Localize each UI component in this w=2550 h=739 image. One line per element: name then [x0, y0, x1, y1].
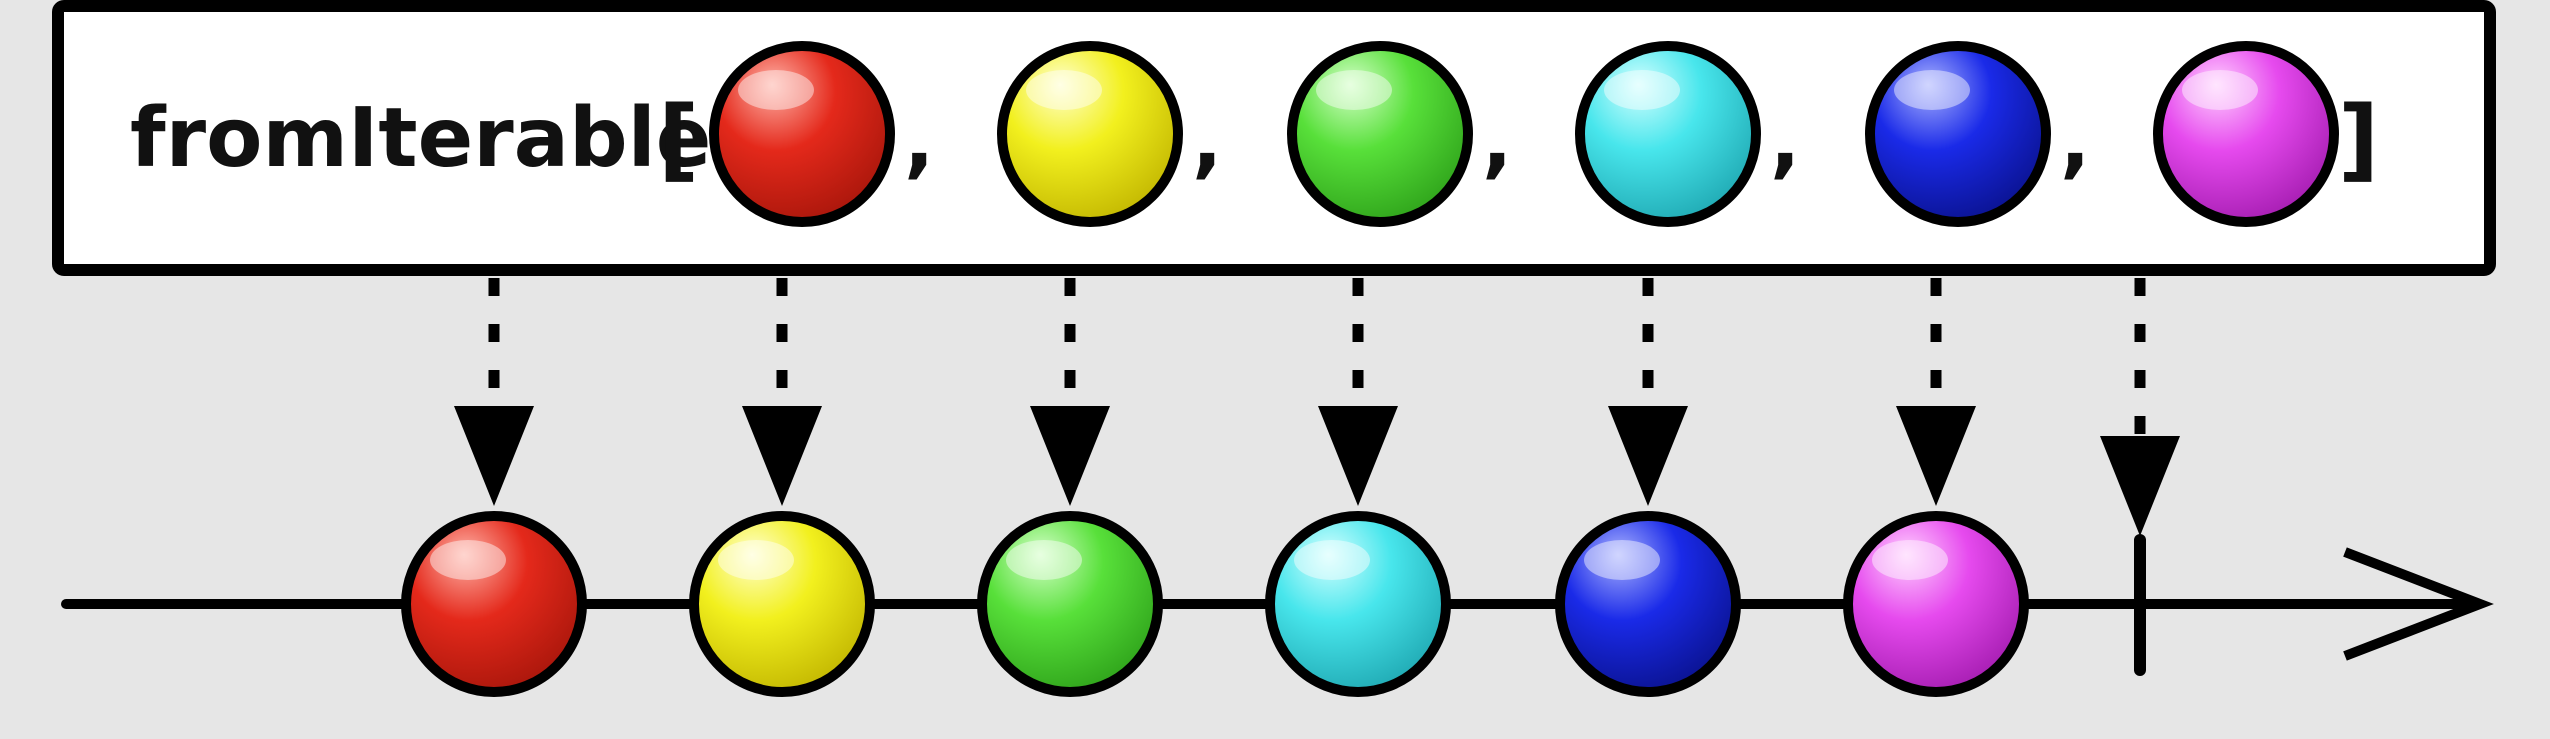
separator-comma: ,	[904, 94, 934, 187]
box-marble-5-highlight	[1894, 70, 1970, 110]
box-marble-1-highlight	[738, 70, 814, 110]
timeline-marble-3-ball	[977, 511, 1163, 697]
timeline-marble-1-ball	[401, 511, 587, 697]
timeline-marble-1	[401, 511, 587, 697]
timeline-marble-1-highlight	[430, 540, 506, 580]
box-marble-2	[997, 41, 1183, 227]
operator-label: fromIterable	[130, 91, 711, 186]
timeline-marble-5-ball	[1555, 511, 1741, 697]
box-marble-2-highlight	[1026, 70, 1102, 110]
timeline-marble-3	[977, 511, 1163, 697]
open-bracket: [	[658, 87, 699, 192]
timeline-marble-5	[1555, 511, 1741, 697]
emission-arrow-5	[1608, 278, 1688, 506]
timeline-marble-6-ball	[1843, 511, 2029, 697]
emission-arrow-3	[1030, 278, 1110, 506]
box-marble-1-ball	[709, 41, 895, 227]
completion-arrow	[2100, 278, 2180, 536]
box-marble-6	[2153, 41, 2339, 227]
timeline-marble-2-ball	[689, 511, 875, 697]
box-marble-3-ball	[1287, 41, 1473, 227]
box-marble-5	[1865, 41, 2051, 227]
timeline-marble-5-highlight	[1584, 540, 1660, 580]
emission-arrow-1	[454, 278, 534, 506]
operator-box-marbles	[709, 41, 2339, 227]
box-marble-3	[1287, 41, 1473, 227]
timeline-marble-3-highlight	[1006, 540, 1082, 580]
separators: ,,,,,	[904, 94, 2090, 187]
timeline-arrowhead-icon	[2343, 547, 2494, 661]
timeline-marble-2	[689, 511, 875, 697]
timeline-marble-4-ball	[1265, 511, 1451, 697]
separator-comma: ,	[2060, 94, 2090, 187]
emission-arrow-6	[1896, 278, 1976, 506]
operator-box	[52, 0, 2496, 276]
box-marble-5-ball	[1865, 41, 2051, 227]
box-marble-4-highlight	[1604, 70, 1680, 110]
box-marble-3-highlight	[1316, 70, 1392, 110]
timeline-marble-6	[1843, 511, 2029, 697]
box-marble-6-highlight	[2182, 70, 2258, 110]
close-bracket: ]	[2338, 87, 2379, 192]
emission-arrows	[454, 278, 2180, 536]
timeline-marble-4	[1265, 511, 1451, 697]
separator-comma: ,	[1482, 94, 1512, 187]
box-marble-4-ball	[1575, 41, 1761, 227]
box-marble-6-ball	[2153, 41, 2339, 227]
separator-comma: ,	[1192, 94, 1222, 187]
timeline-marble-6-highlight	[1872, 540, 1948, 580]
timeline-marble-4-highlight	[1294, 540, 1370, 580]
timeline-marbles	[401, 511, 2029, 697]
emission-arrow-4	[1318, 278, 1398, 506]
separator-comma: ,	[1770, 94, 1800, 187]
box-marble-1	[709, 41, 895, 227]
box-marble-4	[1575, 41, 1761, 227]
box-marble-2-ball	[997, 41, 1183, 227]
emission-arrow-2	[742, 278, 822, 506]
timeline-marble-2-highlight	[718, 540, 794, 580]
